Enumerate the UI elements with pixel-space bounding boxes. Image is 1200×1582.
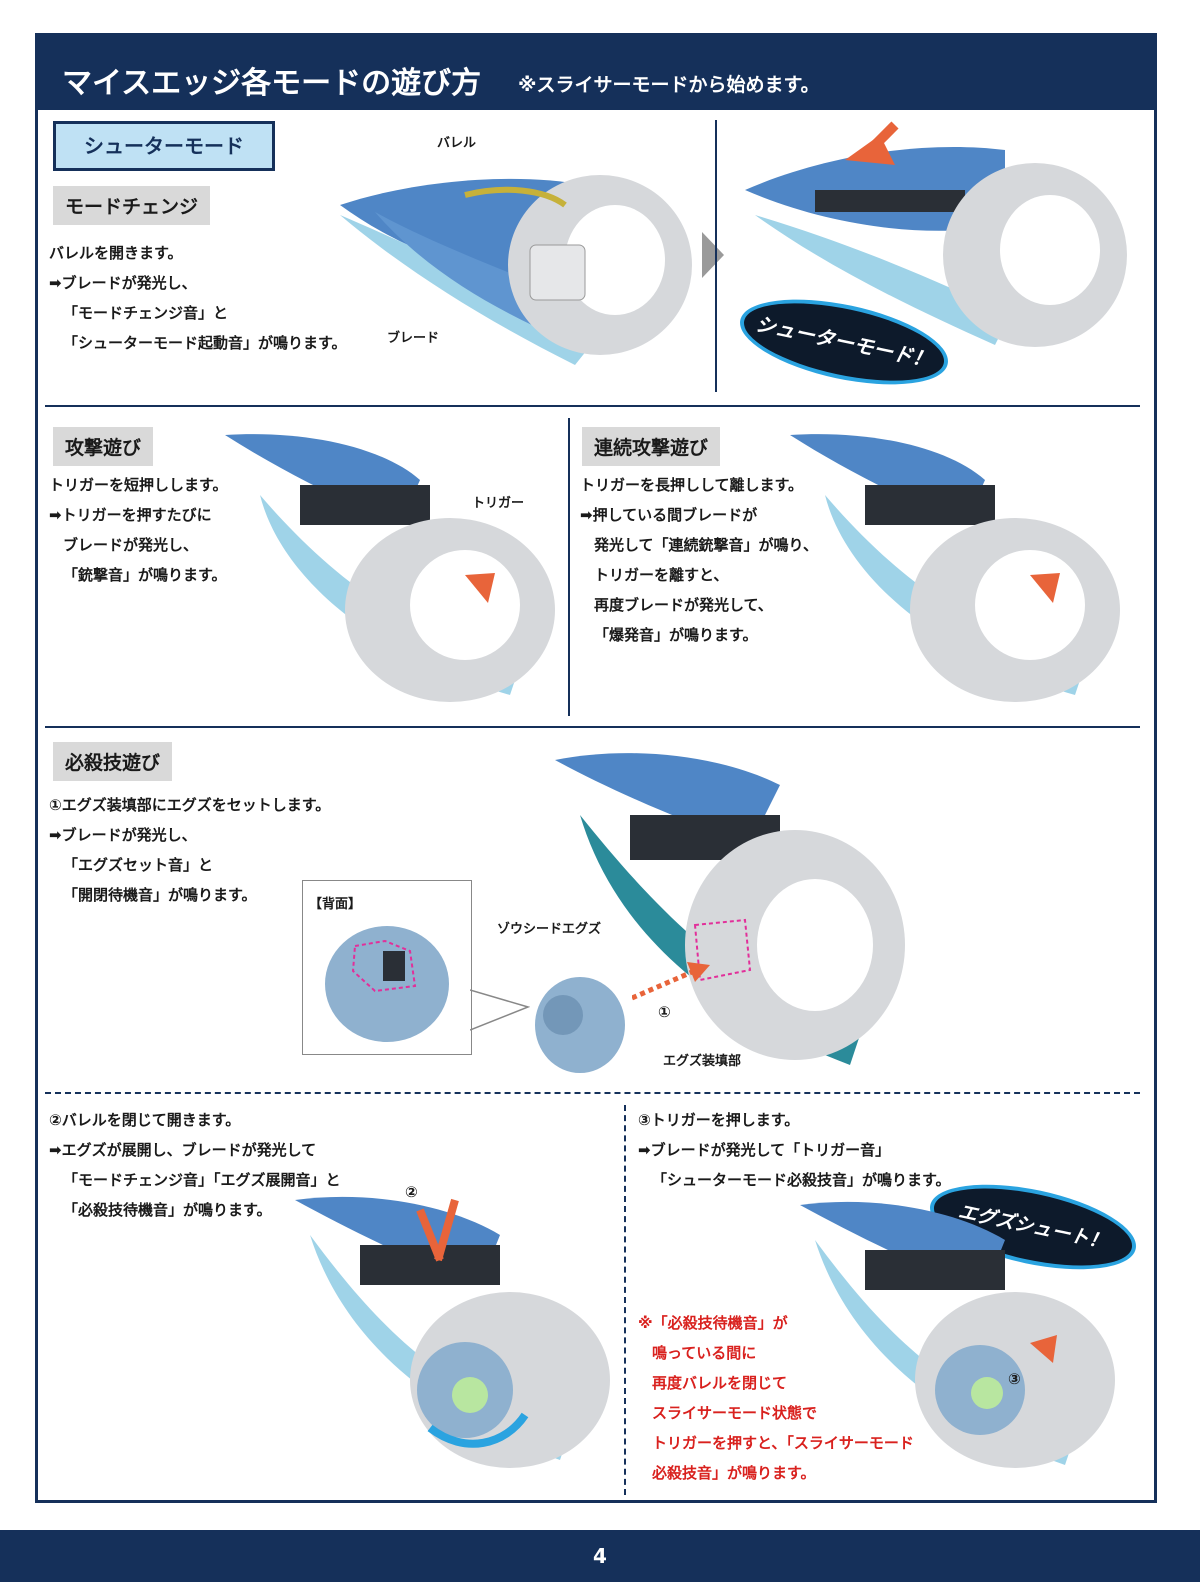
attack-instructions: トリガーを短押しします。 ➡トリガーを押すたびに ブレードが発光し、 「銃撃音」… — [49, 470, 228, 590]
egz-name-label: ゾウシードエグズ — [497, 922, 602, 937]
dashed-divider — [45, 1092, 1140, 1094]
inset-pointer — [470, 989, 530, 1031]
instruction-line: ➡ブレードが発光して「トリガー音」 — [638, 1141, 891, 1159]
header-note: ※スライサーモードから始めます。 — [518, 74, 820, 96]
device-illustration-step3 — [800, 1201, 1115, 1468]
instruction-line: ②バレルを閉じて開きます。 — [49, 1111, 241, 1129]
divider-horizontal — [45, 405, 1140, 407]
instruction-line: ➡ブレードが発光し、 — [49, 274, 197, 292]
barrel-label: バレル — [437, 136, 477, 151]
mode-change-instructions: バレルを開きます。 ➡ブレードが発光し、 「モードチェンジ音」と 「シューターモ… — [49, 238, 347, 358]
instruction-line: 「モードチェンジ音」「エグズ展開音」と — [63, 1171, 341, 1189]
step2-marker: ② — [405, 1183, 418, 1201]
note-line: 再度バレルを閉じて — [652, 1374, 788, 1392]
divider-vertical — [715, 120, 717, 392]
instruction-line: 「シューターモード起動音」が鳴ります。 — [63, 334, 347, 352]
instruction-line: ➡押している間ブレードが — [580, 506, 758, 524]
instruction-line: 発光して「連続銃撃音」が鳴り、 — [594, 536, 818, 554]
note-line: スライサーモード状態で — [652, 1404, 818, 1422]
egz-front-image — [535, 977, 625, 1073]
page-title: マイスエッジ各モードの遊び方 — [62, 66, 482, 101]
trigger-label: トリガー — [472, 496, 525, 511]
finisher-step2-instructions: ②バレルを閉じて開きます。 ➡エグズが展開し、ブレードが発光して 「モードチェン… — [49, 1105, 341, 1225]
finisher-step3-instructions: ③トリガーを押します。 ➡ブレードが発光して「トリガー音」 「シューターモード必… — [638, 1105, 951, 1195]
instruction-line: ➡トリガーを押すたびに — [49, 506, 212, 524]
rapid-attack-instructions: トリガーを長押しして離します。 ➡押している間ブレードが 発光して「連続銃撃音」… — [580, 470, 818, 650]
blade-label: ブレード — [387, 331, 440, 346]
device-illustration-rapid — [790, 434, 1120, 702]
egz-slot-label: エグズ装填部 — [663, 1054, 742, 1069]
dashed-divider-vertical — [624, 1105, 626, 1495]
mode-change-tag: モードチェンジ — [53, 186, 211, 225]
instruction-line: バレルを開きます。 — [49, 244, 183, 262]
page-header: マイスエッジ各モードの遊び方 ※スライサーモードから始めます。 — [38, 36, 1154, 110]
instruction-line: トリガーを長押しして離します。 — [580, 476, 804, 494]
device-illustration-step2 — [295, 1196, 610, 1468]
finisher-step1-instructions: ①エグズ装填部にエグズをセットします。 ➡ブレードが発光し、 「エグズセット音」… — [49, 790, 330, 910]
insert-arrow-icon — [632, 962, 710, 1001]
instruction-line: 「シューターモード必殺技音」が鳴ります。 — [652, 1171, 951, 1189]
instruction-line: ③トリガーを押します。 — [638, 1111, 800, 1129]
finisher-note: ※「必殺技待機音」が 鳴っている間に 再度バレルを閉じて スライサーモード状態で… — [638, 1308, 914, 1488]
instruction-line: ➡ブレードが発光し、 — [49, 826, 197, 844]
instruction-line: 「開閉待機音」が鳴ります。 — [63, 886, 257, 904]
note-line: 鳴っている間に — [652, 1344, 757, 1362]
finisher-tag: 必殺技遊び — [53, 742, 173, 781]
note-line: ※「必殺技待機音」が — [638, 1314, 788, 1332]
instruction-line: 「エグズセット音」と — [63, 856, 214, 874]
instruction-line: トリガーを離すと、 — [594, 566, 729, 584]
back-view-inset: 【背面】 — [302, 880, 472, 1055]
shooter-mode-box: シューターモード — [53, 121, 275, 171]
note-line: トリガーを押すと、「スライサーモード — [652, 1434, 914, 1452]
instruction-line: 「必殺技待機音」が鳴ります。 — [63, 1201, 272, 1219]
instruction-line: ➡エグズが展開し、ブレードが発光して — [49, 1141, 317, 1159]
note-line: 必殺技音」が鳴ります。 — [652, 1464, 816, 1482]
instruction-line: ブレードが発光し、 — [63, 536, 199, 554]
instruction-line: 「銃撃音」が鳴ります。 — [63, 566, 227, 584]
step3-marker: ③ — [1008, 1370, 1021, 1388]
device-illustration-attack — [225, 434, 555, 702]
egz-back-image — [325, 926, 449, 1042]
instruction-line: 再度ブレードが発光して、 — [594, 596, 773, 614]
device-illustration-finisher — [555, 753, 905, 1065]
rapid-attack-tag: 連続攻撃遊び — [582, 427, 721, 466]
instruction-line: トリガーを短押しします。 — [49, 476, 228, 494]
device-illustration-closed — [340, 175, 692, 365]
instruction-line: 「モードチェンジ音」と — [63, 304, 229, 322]
instruction-line: 「爆発音」が鳴ります。 — [594, 626, 758, 644]
back-view-label: 【背面】 — [309, 897, 362, 912]
attack-tag: 攻撃遊び — [53, 427, 154, 466]
page-frame: マイスエッジ各モードの遊び方 ※スライサーモードから始めます。 — [35, 33, 1157, 1503]
chevron-right-icon — [702, 232, 724, 278]
instruction-line: ①エグズ装填部にエグズをセットします。 — [49, 796, 331, 814]
page-number: 4 — [593, 1544, 607, 1568]
step1-marker: ① — [658, 1003, 671, 1021]
page-footer: 4 — [0, 1530, 1200, 1582]
divider-horizontal — [45, 726, 1140, 728]
divider-vertical — [568, 418, 570, 716]
device-illustration-open — [745, 121, 1127, 347]
